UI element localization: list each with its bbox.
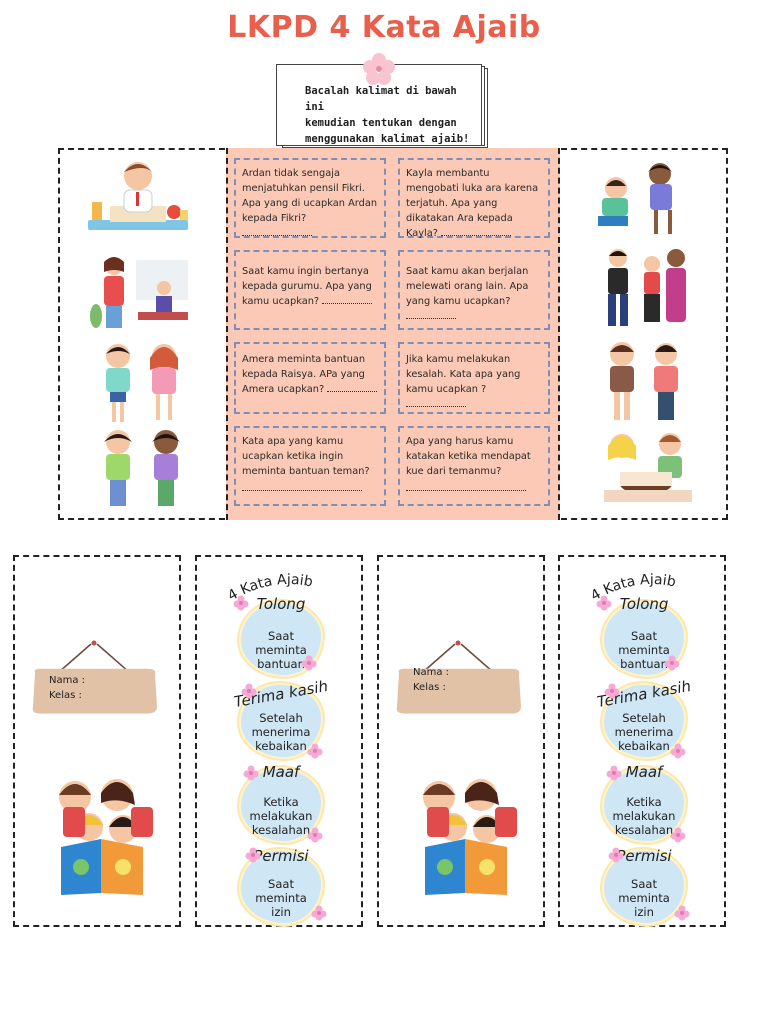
hanging-sign-icon	[396, 640, 521, 714]
kelas-label: Kelas :	[413, 682, 446, 693]
flower-icon	[670, 743, 686, 759]
flower-icon	[301, 655, 317, 671]
boy-reading-illustration	[88, 162, 188, 230]
instruction-line-3: menggunakan kalimat ajaib!	[305, 133, 470, 145]
apologizing-kids-illustration	[610, 342, 678, 420]
flower-icon	[243, 765, 259, 781]
name-card-1: Nama : Kelas :	[13, 555, 181, 927]
question-box-3: Saat kamu ingin bertanya kepada gurumu. …	[234, 250, 386, 330]
question-box-8: Apa yang harus kamu katakan ketika menda…	[398, 426, 550, 506]
two-girls-illustration	[106, 344, 178, 422]
question-box-4: Saat kamu akan berjalan melewati orang l…	[398, 250, 550, 330]
maaf-word: Maaf	[625, 763, 663, 781]
magic-words-card-2: 4 Kata Ajaib Saat meminta bantuan Tolong…	[558, 555, 726, 927]
magic-words-card-1: 4 Kata Ajaib Saat meminta bantuan Tolong…	[195, 555, 363, 927]
maaf-word: Maaf	[262, 763, 300, 781]
instruction-note: Bacalah kalimat di bawah ini kemudian te…	[276, 53, 488, 148]
nama-label: Nama :	[49, 675, 86, 686]
flower-icon	[245, 847, 261, 863]
answer-line[interactable]	[406, 398, 466, 407]
answer-line[interactable]	[441, 227, 512, 236]
page-title: LKPD 4 Kata Ajaib	[227, 10, 541, 45]
flower-icon	[674, 905, 690, 921]
name-card-2: Nama : Kelas :	[377, 555, 545, 927]
flower-icon	[311, 905, 327, 921]
answer-line[interactable]	[406, 479, 526, 491]
tolong-word: Tolong	[256, 595, 306, 613]
answer-line[interactable]	[327, 383, 378, 392]
flower-icon	[241, 683, 257, 699]
question-box-2: Kayla membantu mengobati luka ara karena…	[398, 158, 550, 239]
flower-icon	[608, 847, 624, 863]
helping-friend-illustration	[598, 163, 672, 234]
teacher-illustration	[90, 257, 188, 328]
terima-kasih-bubble: Setelah menerima kebaikan	[239, 683, 323, 759]
birthday-cake-illustration	[604, 433, 692, 502]
question-box-1: Ardan tidak sengaja menjatuhkan pensil F…	[234, 158, 386, 238]
maaf-bubble: Ketika melakukan kesalahan	[602, 767, 686, 843]
question-box-7: Kata apa yang kamu ucapkan ketika ingin …	[234, 426, 386, 506]
kids-reading-book-illustration	[423, 779, 517, 895]
instruction-line-2: kemudian tentukan dengan	[305, 117, 457, 129]
flower-icon	[604, 683, 620, 699]
flower-icon	[596, 595, 612, 611]
instruction-line-1: Bacalah kalimat di bawah ini	[305, 85, 457, 113]
girls-talking-illustration	[104, 430, 180, 506]
flower-icon	[363, 53, 395, 85]
answer-line[interactable]	[322, 295, 373, 304]
answer-line[interactable]	[242, 227, 312, 236]
passing-people-illustration	[608, 249, 686, 326]
kids-reading-book-illustration	[59, 779, 153, 895]
nama-label: Nama :	[413, 667, 450, 678]
hanging-sign-icon	[32, 640, 157, 714]
flower-icon	[307, 827, 323, 843]
answer-line[interactable]	[406, 310, 456, 319]
permisi-word: Permisi	[616, 847, 672, 865]
answer-line[interactable]	[242, 479, 362, 491]
permisi-word: Permisi	[253, 847, 309, 865]
flower-icon	[664, 655, 680, 671]
question-box-6: Jika kamu melakukan kesalah. Kata apa ya…	[398, 342, 550, 414]
question-box-5: Amera meminta bantuan kepada Raisya. APa…	[234, 342, 386, 414]
flower-icon	[606, 765, 622, 781]
question-panel: Ardan tidak sengaja menjatuhkan pensil F…	[226, 148, 560, 520]
kelas-label: Kelas :	[49, 690, 82, 701]
terima-kasih-bubble: Setelah menerima kebaikan	[602, 683, 686, 759]
tolong-word: Tolong	[619, 595, 669, 613]
flower-icon	[233, 595, 249, 611]
flower-icon	[670, 827, 686, 843]
flower-icon	[307, 743, 323, 759]
